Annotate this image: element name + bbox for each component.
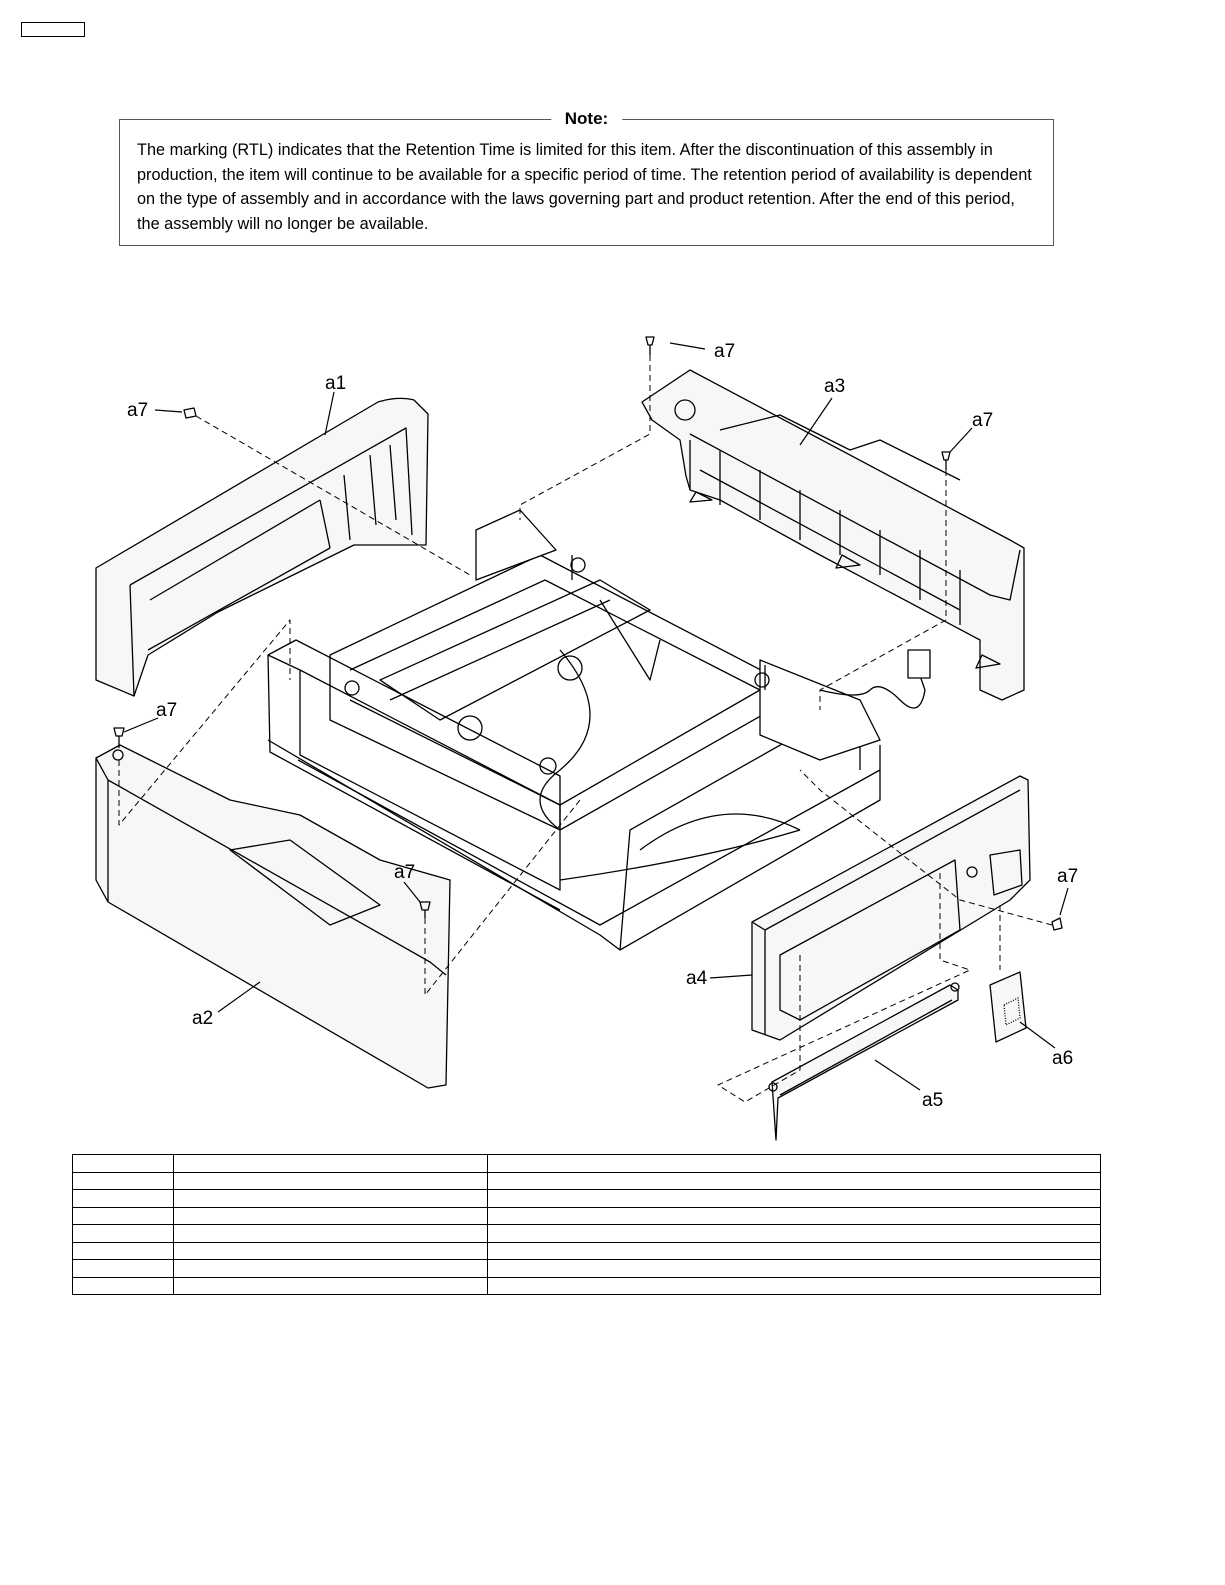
callout-a7-top: a7 — [714, 341, 735, 362]
table-cell — [72, 1259, 174, 1278]
table-cell — [72, 1154, 174, 1173]
table-row — [72, 1154, 1101, 1173]
callout-a1: a1 — [325, 373, 346, 394]
table-cell — [72, 1171, 174, 1190]
page-number-box — [21, 22, 85, 37]
table-row — [72, 1241, 1101, 1260]
table-cell — [173, 1154, 488, 1173]
table-cell — [173, 1206, 488, 1225]
table-cell — [72, 1276, 174, 1295]
table-cell — [487, 1154, 1101, 1173]
exploded-parts-diagram: a1 a7 a7 a3 a7 a7 a7 a7 a2 a4 a6 a5 — [95, 336, 1078, 1141]
table-row — [72, 1259, 1101, 1278]
table-cell — [173, 1276, 488, 1295]
table-cell — [72, 1189, 174, 1208]
note-box: Note: The marking (RTL) indicates that t… — [119, 108, 1054, 246]
table-cell — [487, 1276, 1101, 1295]
callout-a7-left: a7 — [156, 700, 177, 721]
part-a2-front-cover — [95, 744, 451, 1089]
table-row — [72, 1224, 1101, 1243]
callout-a7-right: a7 — [1057, 866, 1078, 887]
table-row — [72, 1189, 1101, 1208]
callout-a7-right-top: a7 — [972, 410, 993, 431]
table-cell — [72, 1224, 174, 1243]
table-cell — [173, 1224, 488, 1243]
table-cell — [487, 1206, 1101, 1225]
callout-a4: a4 — [686, 968, 708, 989]
part-a5-rail — [768, 982, 960, 1141]
part-a3-right-cover — [641, 369, 1025, 701]
table-row — [72, 1276, 1101, 1295]
callout-a7-middle: a7 — [394, 862, 415, 883]
note-title: Note: — [550, 108, 623, 130]
table-cell — [173, 1241, 488, 1260]
callout-a3: a3 — [824, 376, 845, 397]
callout-a2: a2 — [192, 1008, 213, 1029]
part-a6-small-cover — [989, 971, 1027, 1043]
table-cell — [72, 1241, 174, 1260]
table-cell — [487, 1189, 1101, 1208]
table-cell — [487, 1241, 1101, 1260]
part-a1-left-cover — [95, 397, 429, 697]
table-cell — [173, 1171, 488, 1190]
table-row — [72, 1206, 1101, 1225]
callout-a7-left-top: a7 — [127, 400, 148, 421]
part-a4-right-front-panel — [751, 775, 1031, 1041]
table-cell — [487, 1171, 1101, 1190]
table-cell — [173, 1259, 488, 1278]
note-text: The marking (RTL) indicates that the Ret… — [137, 141, 1032, 233]
callout-a5: a5 — [922, 1090, 943, 1111]
parts-list-table — [72, 1154, 1101, 1295]
callout-a6: a6 — [1052, 1048, 1073, 1069]
table-cell — [72, 1206, 174, 1225]
table-cell — [487, 1259, 1101, 1278]
table-cell — [173, 1189, 488, 1208]
table-cell — [487, 1224, 1101, 1243]
connector-cable — [819, 669, 926, 709]
table-row — [72, 1171, 1101, 1190]
